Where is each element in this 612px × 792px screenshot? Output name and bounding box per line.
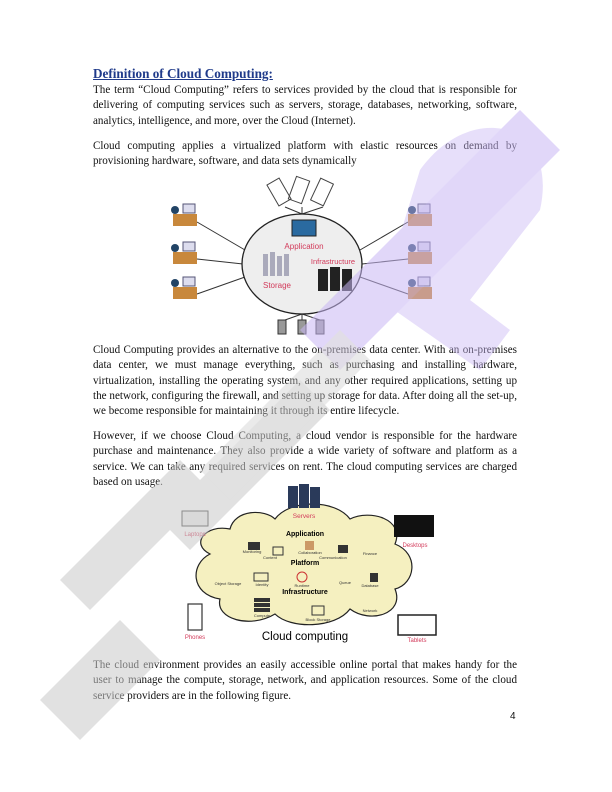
- svg-text:Monitoring: Monitoring: [243, 549, 262, 554]
- svg-text:Laptops: Laptops: [184, 532, 205, 538]
- svg-text:Finance: Finance: [363, 551, 378, 556]
- svg-text:Platform: Platform: [291, 560, 319, 567]
- svg-text:Communication: Communication: [319, 555, 347, 560]
- svg-text:Runtime: Runtime: [295, 583, 311, 588]
- svg-text:Collaboration: Collaboration: [298, 550, 322, 555]
- paragraph-5: The cloud environment provides an easily…: [93, 659, 517, 702]
- label-application: Application: [284, 242, 323, 251]
- svg-text:Object Storage: Object Storage: [215, 581, 242, 586]
- svg-text:Block Storage: Block Storage: [306, 617, 332, 622]
- label-storage: Storage: [263, 281, 292, 290]
- paragraph-2: Cloud computing applies a virtualized pl…: [93, 140, 517, 168]
- svg-text:Compute: Compute: [254, 613, 271, 618]
- svg-text:Queue: Queue: [339, 580, 352, 585]
- svg-text:Servers: Servers: [293, 513, 316, 520]
- svg-text:Phones: Phones: [185, 635, 205, 641]
- cloud-computing-figure: Servers Laptops Desktops Phones Tablets …: [181, 484, 437, 644]
- page-number: 4: [510, 711, 516, 722]
- svg-text:Database: Database: [361, 583, 379, 588]
- paragraph-3: Cloud Computing provides an alternative …: [93, 344, 517, 418]
- svg-text:Application: Application: [286, 531, 324, 538]
- svg-text:Network: Network: [363, 608, 378, 613]
- svg-text:Infrastructure: Infrastructure: [282, 589, 328, 596]
- svg-text:Tablets: Tablets: [407, 638, 426, 644]
- svg-text:Content: Content: [263, 555, 278, 560]
- svg-text:Identity: Identity: [256, 582, 269, 587]
- cloud-computing-caption: Cloud computing: [262, 631, 348, 643]
- paragraph-1: The term “Cloud Computing” refers to ser…: [93, 84, 517, 127]
- label-infrastructure: Infrastructure: [311, 257, 355, 266]
- paragraph-4: However, if we choose Cloud Computing, a…: [93, 430, 517, 488]
- svg-text:Desktops: Desktops: [402, 543, 427, 549]
- page-heading: Definition of Cloud Computing:: [93, 66, 273, 81]
- cloud-network-figure: Application Storage Infrastructure: [171, 175, 432, 335]
